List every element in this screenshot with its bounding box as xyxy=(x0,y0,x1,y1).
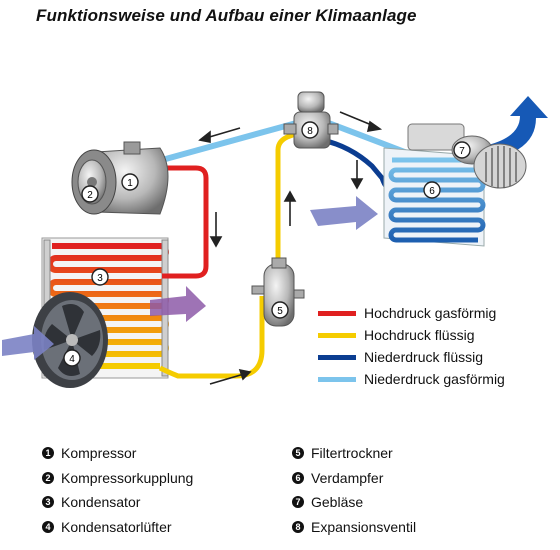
part-item: 1 Kompressor xyxy=(42,441,193,466)
part-number: 6 xyxy=(292,471,304,484)
legend-swatch xyxy=(318,310,356,316)
evaporator-coil xyxy=(388,157,486,243)
callout-label: 4 xyxy=(69,354,75,365)
flow-arrows xyxy=(198,111,383,385)
part-number: 7 xyxy=(292,496,304,509)
flow-arrow-bottom xyxy=(209,373,245,385)
part-label: Verdampfer xyxy=(311,469,384,486)
legend-label: Hochdruck flüssig xyxy=(364,327,475,343)
callout-3: 3 xyxy=(91,268,109,286)
legend-swatch xyxy=(318,376,356,382)
flow-arrow-top-right xyxy=(339,111,375,127)
pipe-low-gas-return xyxy=(161,119,301,163)
callout-1: 1 xyxy=(121,173,139,191)
callout-6: 6 xyxy=(423,181,441,199)
part-item: 2 Kompressorkupplung xyxy=(42,466,193,491)
part-label: Kompressor xyxy=(61,445,137,462)
legend-item-low-liquid: Niederdruck flüssig xyxy=(318,346,505,368)
part-label: Kondensatorlüfter xyxy=(61,518,172,535)
part-item: 6 Verdampfer xyxy=(292,466,416,491)
part-label: Kondensator xyxy=(61,494,141,511)
callout-label: 3 xyxy=(97,273,103,284)
part-item: 7 Gebläse xyxy=(292,490,416,515)
callout-label: 5 xyxy=(277,306,283,317)
part-label: Filtertrockner xyxy=(311,445,393,462)
expansion-valve xyxy=(283,91,339,149)
callout-label: 7 xyxy=(459,146,465,157)
pipe-high-liquid-upper xyxy=(275,130,299,262)
diagram-title: Funktionsweise und Aufbau einer Klimaanl… xyxy=(36,6,417,25)
air-flow-evaporator xyxy=(310,196,378,230)
part-item: 8 Expansionsventil xyxy=(292,515,416,540)
part-item: 5 Filtertrockner xyxy=(292,441,416,466)
legend-item-high-liquid: Hochdruck flüssig xyxy=(318,324,505,346)
callout-8: 8 xyxy=(301,121,319,139)
air-flow-hot xyxy=(150,286,206,322)
part-label: Gebläse xyxy=(311,494,364,511)
legend-item-low-gas: Niederdruck gasförmig xyxy=(318,368,505,390)
pipe-high-gas xyxy=(162,165,209,279)
part-number: 5 xyxy=(292,447,304,460)
callout-5: 5 xyxy=(271,301,289,319)
callout-label: 2 xyxy=(87,190,93,201)
callout-7: 7 xyxy=(453,141,471,159)
flow-arrow-top-left xyxy=(205,127,241,139)
callout-label: 1 xyxy=(127,178,133,189)
part-item: 4 Kondensatorlüfter xyxy=(42,515,193,540)
legend-swatch xyxy=(318,332,356,338)
part-number: 2 xyxy=(42,471,54,484)
ac-diagram: 1 2 3 4 5 6 7 8 xyxy=(2,91,548,388)
part-label: Kompressorkupplung xyxy=(61,469,194,486)
callout-label: 8 xyxy=(307,126,313,137)
air-flow-inlet xyxy=(2,326,54,360)
legend-item-high-gas: Hochdruck gasförmig xyxy=(318,302,505,324)
parts-list-left: 1 Kompressor 2 Kompressorkupplung 3 Kond… xyxy=(42,441,193,539)
compressor xyxy=(71,141,169,215)
callout-4: 4 xyxy=(63,349,81,367)
part-item: 3 Kondensator xyxy=(42,490,193,515)
part-number: 8 xyxy=(292,520,304,533)
part-label: Expansionsventil xyxy=(311,518,417,535)
part-number: 3 xyxy=(42,496,54,509)
parts-list-right: 5 Filtertrockner 6 Verdampfer 7 Gebläse … xyxy=(292,441,416,539)
part-number: 4 xyxy=(42,520,54,533)
callout-2: 2 xyxy=(81,185,99,203)
callout-label: 6 xyxy=(429,186,435,197)
legend-label: Hochdruck gasförmig xyxy=(364,305,497,321)
legend: Hochdruck gasförmig Hochdruck flüssig Ni… xyxy=(318,302,505,390)
legend-swatch xyxy=(318,354,356,360)
part-number: 1 xyxy=(42,447,54,460)
legend-label: Niederdruck gasförmig xyxy=(364,371,505,387)
legend-label: Niederdruck flüssig xyxy=(364,349,484,365)
